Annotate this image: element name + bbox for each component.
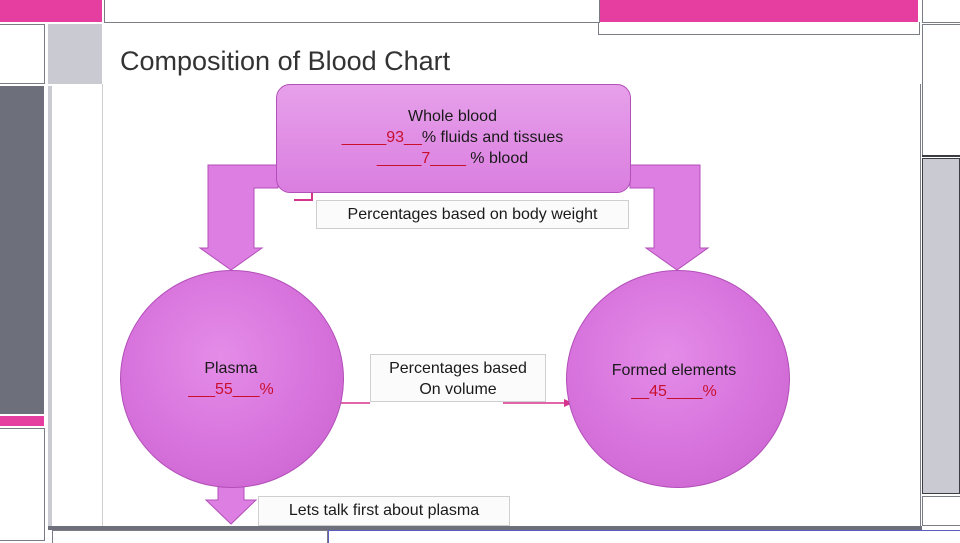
bottom-gray-line — [48, 526, 922, 530]
blood-blank: _____7____ — [376, 150, 466, 167]
bottom-right-frame-box — [328, 530, 960, 543]
page-title: Composition of Blood Chart — [120, 46, 451, 76]
blood-line: _____7____ % blood — [276, 148, 629, 169]
top-right-accent-bar — [600, 0, 918, 22]
plasma-label: Plasma — [204, 360, 258, 377]
formed-elements-circle — [566, 270, 790, 488]
plasma-value: ___55___% — [188, 381, 274, 398]
whole-blood-label: Whole blood — [408, 108, 497, 125]
plasma-text: Plasma ___55___% — [120, 358, 342, 400]
formed-elements-text: Formed elements __45____% — [566, 360, 782, 402]
left-gray-bar — [0, 86, 44, 414]
top-right-frame-box — [598, 22, 920, 35]
left-top-frame-box — [0, 24, 45, 84]
body-weight-note: Percentages based on body weight — [316, 200, 629, 229]
right-gray-bar — [922, 158, 960, 494]
left-inner-strip — [48, 86, 52, 526]
top-left-accent-bar — [0, 0, 102, 22]
fluids-tissues-blank: _____93__ — [341, 129, 422, 146]
right-bent-arrow — [629, 164, 710, 271]
whole-blood-box — [276, 84, 631, 193]
volume-note-line1: Percentages based — [389, 360, 527, 377]
title-band — [48, 24, 102, 84]
volume-note-line2: On volume — [419, 381, 497, 398]
top-frame-line — [104, 0, 600, 23]
plasma-intro-note: Lets talk first about plasma — [258, 496, 510, 526]
left-bent-arrow — [198, 164, 279, 271]
whole-blood-text: Whole blood _____93__% fluids and tissue… — [276, 106, 629, 169]
right-dark-line — [922, 155, 960, 157]
down-arrow — [204, 485, 258, 525]
top-corner-box — [922, 0, 960, 23]
blood-label: % blood — [465, 150, 529, 167]
fluids-tissues-line: _____93__% fluids and tissues — [276, 127, 629, 148]
fluids-tissues-label: % fluids and tissues — [421, 129, 564, 146]
volume-note: Percentages based On volume — [370, 354, 546, 402]
formed-elements-value: __45____% — [631, 383, 717, 400]
bottom-left-frame-box — [52, 530, 328, 543]
plasma-circle — [120, 270, 344, 488]
left-pink-accent — [0, 416, 44, 426]
formed-elements-label: Formed elements — [611, 362, 737, 379]
right-bottom-frame-box — [922, 496, 960, 526]
